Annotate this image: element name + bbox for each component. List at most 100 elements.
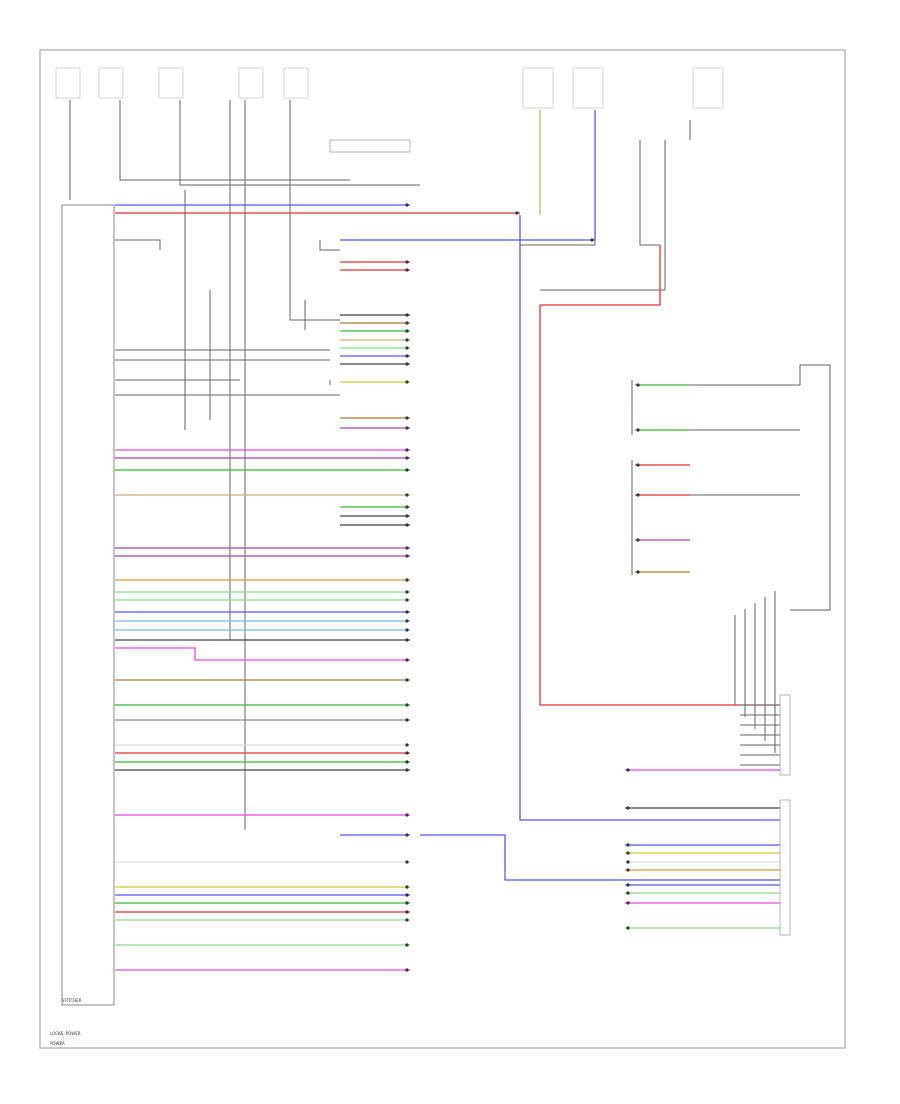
connector-pin [626,901,630,905]
connector-pin [405,362,409,366]
connector-block [779,799,791,936]
gray-wire [690,364,831,611]
connector-pin [405,910,409,914]
wire-segment [539,305,780,706]
connector-pin [405,346,409,350]
left-harness-wires [115,203,595,972]
connector-pin [626,860,630,864]
diagram-border [39,49,846,1049]
connector-pin [405,380,409,384]
gray-wire [119,100,350,181]
fuse-label-block [158,67,184,99]
connector-pin [626,843,630,847]
fuse-label-block [98,67,124,99]
connector-block [329,139,411,153]
gray-wire [229,100,340,641]
control-module-box [61,204,115,1006]
connector-pin [405,321,409,325]
fuse-label-block [522,67,554,109]
fuse-label-block [572,67,604,109]
connector-pin [405,313,409,317]
connector-pin [405,760,409,764]
connector-pin [515,211,519,215]
connector-pin [405,768,409,772]
connector-pin [405,523,409,527]
module-label: STITCHER [62,998,82,1003]
connector-pin [405,885,409,889]
connector-pin [405,578,409,582]
connector-pin [405,590,409,594]
connector-pin [405,338,409,342]
wire-segment [540,245,661,306]
right-harness-wires [420,110,831,930]
connector-pin [405,610,409,614]
connector-pin [636,493,640,497]
connector-pin [405,638,409,642]
connector-pin [636,570,640,574]
connector-pin [626,868,630,872]
connector-pin [405,329,409,333]
gray-wire [319,240,340,251]
connector-pin [405,833,409,837]
connector-pin [636,383,640,387]
connector-pin [405,619,409,623]
connector-pin [405,468,409,472]
system-title: LOCKS, POWER [50,1031,81,1036]
connector-pin [405,658,409,662]
connector-pin [405,743,409,747]
connector-pin [405,426,409,430]
connector-pin [636,463,640,467]
connector-pin [405,813,409,817]
connector-details [329,139,791,936]
connector-pin [405,718,409,722]
connector-pin [626,851,630,855]
fuse-label-block [238,67,264,99]
gray-wire [179,100,420,186]
connector-pin [636,538,640,542]
connector-pin [405,416,409,420]
connector-pin [405,268,409,272]
connector-pin [405,943,409,947]
connector-pin [405,893,409,897]
wire-segment [420,834,780,881]
connector-pin [626,926,630,930]
fuse-label-block [692,67,724,109]
connector-pin [590,238,594,242]
wire-segment [115,647,196,660]
connector-pin [405,505,409,509]
connector-block [779,694,791,776]
connector-pin [405,456,409,460]
connector-pin [405,678,409,682]
connector-pin [626,883,630,887]
connector-pin [405,968,409,972]
gray-wire [289,100,340,321]
connector-pin [626,806,630,810]
fuse-label-block [283,67,309,99]
connector-pin [626,768,630,772]
connector-pin [405,554,409,558]
connector-pin [405,901,409,905]
connector-pin [405,751,409,755]
connector-pin [405,546,409,550]
connector-pin [405,203,409,207]
connector-pin [405,448,409,452]
connector-pin [405,260,409,264]
connector-pin [405,628,409,632]
footer-title: POWER [50,1041,65,1046]
connector-pin [636,428,640,432]
connector-pin [405,703,409,707]
connector-pin [405,860,409,864]
gray-wire [520,110,596,246]
wire-segment [519,215,780,821]
gray-wire [540,140,666,291]
connector-pin [405,598,409,602]
fuse-label-block [55,67,81,99]
connector-pin [405,514,409,518]
connector-pin [626,891,630,895]
connector-pin [405,493,409,497]
connector-pin [405,354,409,358]
gray-wire [115,239,161,250]
gray-wire [639,140,660,246]
